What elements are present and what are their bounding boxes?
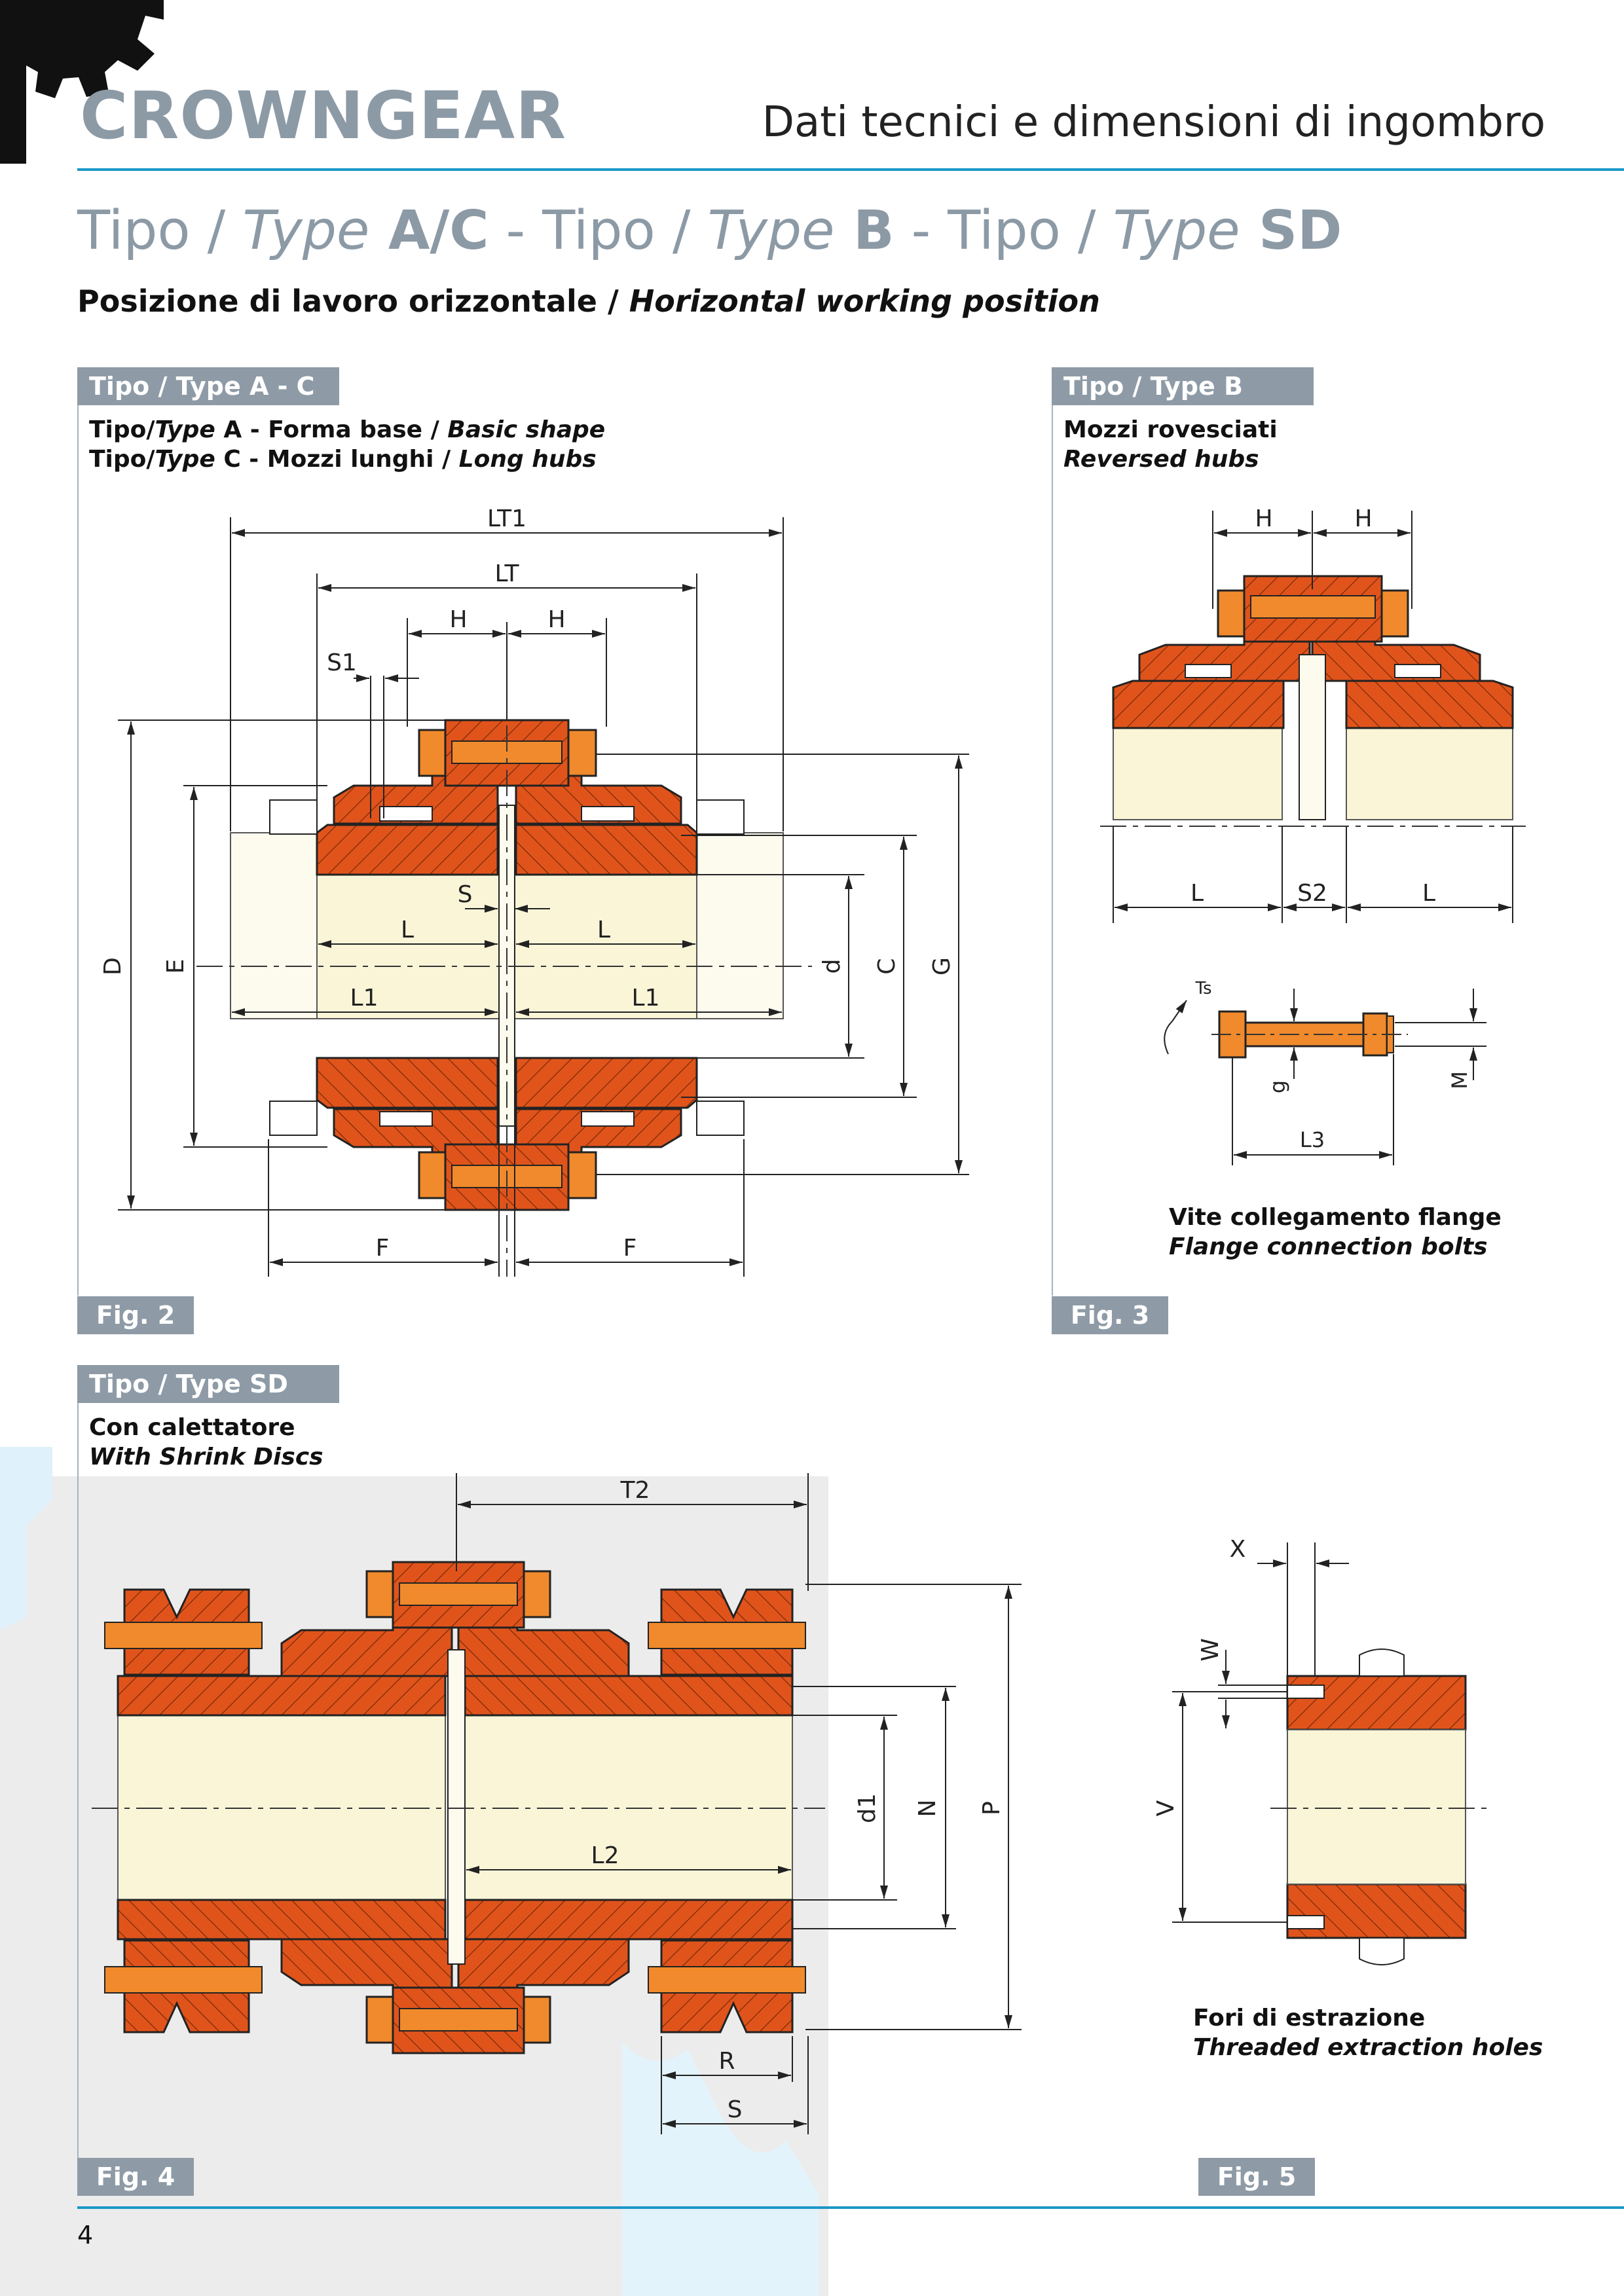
tag-type-b: Tipo / Type B [1052, 367, 1314, 405]
fig5-dim-W: W [1197, 1638, 1224, 1662]
dim-L1-right: L1 [632, 985, 660, 1011]
fig3-dim-g: g [1265, 1080, 1290, 1093]
fig5-dim-V: V [1153, 1800, 1179, 1816]
background-watermark [0, 1447, 819, 2296]
fig3-label: Fig. 3 [1052, 1296, 1168, 1334]
divider-fig4 [77, 1403, 79, 2161]
dim-L-left: L [401, 917, 414, 943]
dim-S1: S1 [327, 649, 357, 676]
desc-type-ac: Tipo/Type A - Forma base / Basic shape T… [89, 416, 606, 473]
desc-type-b: Mozzi rovesciati Reversed hubs [1063, 416, 1278, 473]
fig3-dim-M: M [1447, 1071, 1472, 1089]
fig5-label: Fig. 5 [1198, 2158, 1315, 2196]
page-title: Tipo / Type A/C - Tipo / Type B - Tipo /… [77, 200, 1342, 262]
page-number: 4 [77, 2221, 94, 2250]
dim-d: d [819, 959, 845, 974]
fig3-dim-L-left: L [1190, 880, 1204, 907]
dim-G: G [929, 957, 955, 975]
dim-LT: LT [494, 560, 519, 587]
bolt-caption: Vite collegamento flange Flange connecti… [1169, 1204, 1502, 1260]
dim-E: E [162, 959, 189, 974]
fig4-dim-N: N [914, 1800, 941, 1817]
fig3-dim-L-right: L [1422, 880, 1435, 907]
fig5-drawing: X W V [1153, 1536, 1493, 1965]
gear-logo-icon [0, 0, 164, 164]
fig4-label: Fig. 4 [77, 2158, 194, 2196]
footer-rule [77, 2206, 1624, 2209]
fig3-dim-H2: H [1354, 505, 1372, 532]
section-subtitle: Posizione di lavoro orizzontale / Horizo… [77, 283, 1100, 319]
tag-type-sd: Tipo / Type SD [77, 1365, 339, 1403]
desc-type-sd: Con calettatore With Shrink Discs [89, 1414, 323, 1470]
dim-C: C [874, 958, 900, 974]
fig3-drawing: H H L S2 L Ts g M L3 [1100, 505, 1526, 1165]
dim-H1: H [449, 606, 467, 633]
holes-caption: Fori di estrazione Threaded extraction h… [1193, 2005, 1543, 2061]
dim-LT1: LT1 [487, 505, 526, 532]
fig3-dim-S2: S2 [1297, 880, 1327, 907]
header-subtitle: Dati tecnici e dimensioni di ingombro [762, 98, 1545, 147]
fig2-label: Fig. 2 [77, 1296, 194, 1334]
header-rule [77, 168, 1624, 171]
fig3-dim-Ts: Ts [1194, 979, 1211, 998]
dim-F-right: F [623, 1235, 637, 1262]
fig3-dim-H1: H [1255, 505, 1272, 532]
divider-fig3 [1052, 405, 1053, 1296]
fig4-dim-d1: d1 [854, 1793, 881, 1823]
divider-fig2 [77, 405, 79, 1296]
dim-L-right: L [597, 917, 610, 943]
dim-F-left: F [376, 1235, 390, 1262]
dim-D: D [100, 957, 126, 975]
fig4-dim-P: P [978, 1801, 1005, 1815]
dim-L1-left: L1 [350, 985, 378, 1011]
fig2-drawing: LT1 LT H H S1 S L L L1 L1 F F D E d C G [100, 505, 969, 1277]
fig3-dim-L3: L3 [1300, 1127, 1325, 1152]
tag-type-ac: Tipo / Type A - C [77, 367, 339, 405]
brand-name: CROWNGEAR [80, 77, 567, 154]
dim-S: S [458, 881, 473, 908]
fig5-dim-X: X [1230, 1536, 1246, 1563]
dim-H2: H [547, 606, 565, 633]
